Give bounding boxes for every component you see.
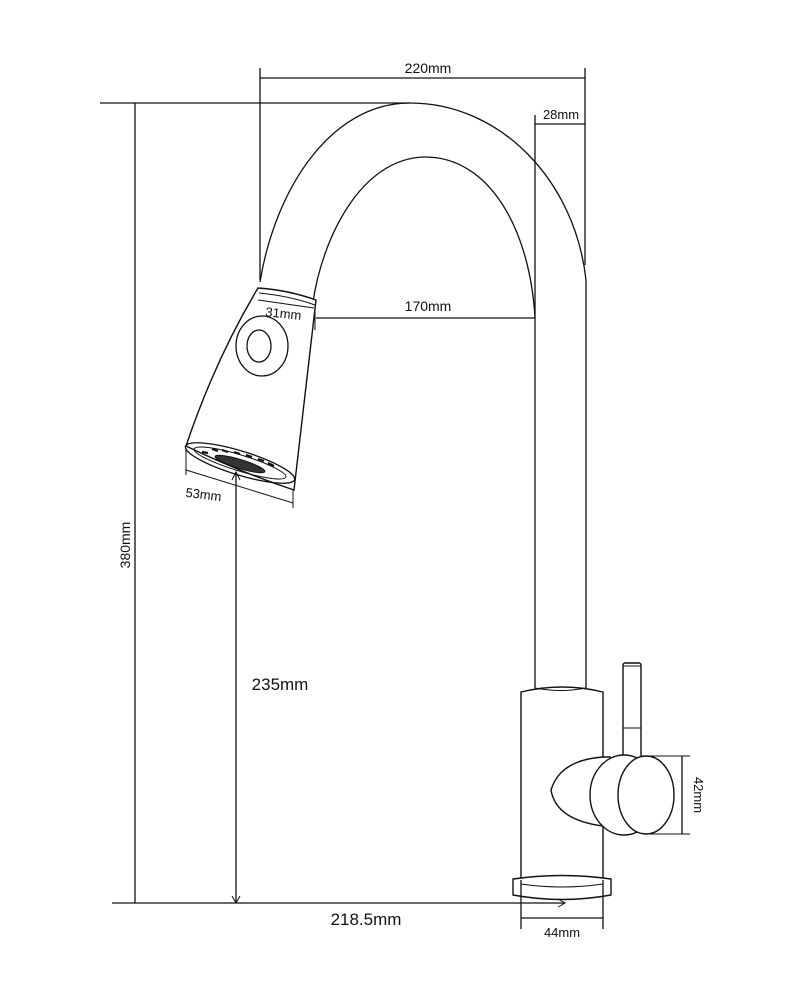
dim-28-label: 28mm bbox=[543, 107, 579, 122]
base-escutcheon-top bbox=[520, 883, 604, 888]
dim-170-label: 170mm bbox=[405, 298, 452, 314]
handle-lever bbox=[622, 662, 642, 760]
dim-235-arrow-top bbox=[231, 470, 241, 481]
base-top-rim bbox=[534, 687, 587, 691]
spray-nozzle-center bbox=[214, 454, 266, 474]
faucet-handle bbox=[550, 662, 675, 836]
spout-inner-curve bbox=[312, 156, 536, 319]
spray-nozzle-holes bbox=[201, 447, 275, 467]
spray-head-body bbox=[185, 287, 317, 491]
dim-31-line bbox=[257, 299, 315, 309]
dim-42-label: 42mm bbox=[691, 777, 706, 813]
spray-nozzle-ring bbox=[193, 446, 287, 480]
spray-mode-button-ring bbox=[235, 315, 289, 377]
dim-31-label: 31mm bbox=[265, 304, 302, 323]
faucet-drawing bbox=[184, 102, 675, 901]
spray-mode-button bbox=[246, 329, 272, 363]
spray-head-collar bbox=[258, 292, 316, 306]
dim-218-arrow-right bbox=[557, 898, 567, 908]
spout-outer-curve bbox=[259, 102, 587, 283]
spray-head bbox=[184, 287, 317, 491]
dim-218-label: 218.5mm bbox=[331, 910, 402, 929]
dim-53-line bbox=[185, 469, 294, 504]
dim-44-label: 44mm bbox=[544, 925, 580, 940]
dim-380-label: 380mm bbox=[117, 522, 133, 569]
dim-235-label: 235mm bbox=[252, 675, 309, 694]
dim-220-label: 220mm bbox=[405, 60, 452, 76]
dimension-lines: 220mm 28mm 170mm 31mm 53mm 380mm 235mm 2… bbox=[100, 60, 706, 940]
dim-53-label: 53mm bbox=[185, 485, 223, 504]
handle-cap-face bbox=[617, 755, 675, 835]
